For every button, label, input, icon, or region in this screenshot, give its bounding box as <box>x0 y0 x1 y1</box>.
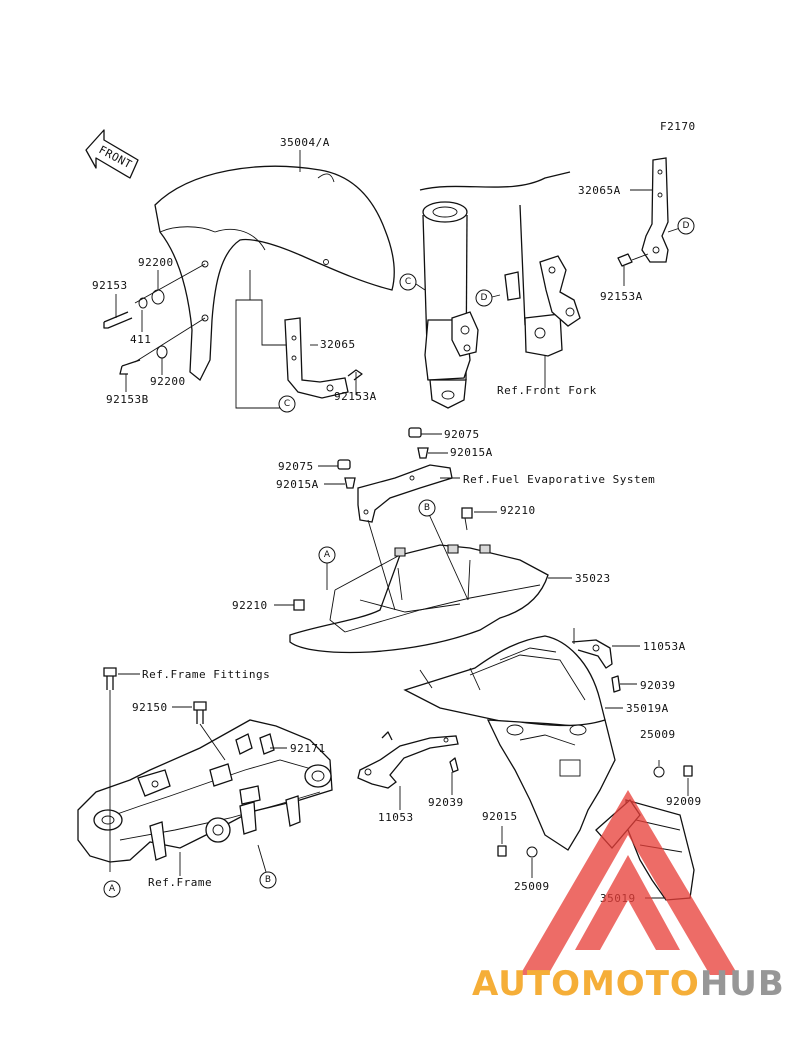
label-92153a-right: 92153A <box>600 290 643 303</box>
label-411: 411 <box>130 333 151 346</box>
label-92171: 92171 <box>290 742 326 755</box>
callout-a-top-text: A <box>324 550 331 560</box>
callout-a-bottom-text: A <box>109 884 116 894</box>
label-92210-left: 92210 <box>232 599 268 612</box>
label-92153a-left: 92153A <box>334 390 377 403</box>
callout-c-fork <box>399 273 417 291</box>
label-ref-frame: Ref.Frame <box>148 876 212 889</box>
frame-fitting-bolt-illustration <box>103 667 117 872</box>
bolt-92150-illustration <box>193 701 226 761</box>
label-92015: 92015 <box>482 810 518 823</box>
bracket-c-illustration <box>284 317 363 399</box>
callout-d-fork <box>475 289 493 307</box>
front-direction-arrow: FRONT <box>85 129 139 179</box>
label-35019a: 35019A <box>626 702 669 715</box>
automotohub-watermark: AUTOMOTOHUB <box>472 790 785 1004</box>
watermark-brand-text: AUTOMOTOHUB <box>472 964 785 1004</box>
callout-b-top <box>418 499 436 517</box>
callout-d-fork-text: D <box>481 293 488 303</box>
label-92210-right: 92210 <box>500 504 536 517</box>
fuel-evap-bracket-illustration <box>293 427 473 611</box>
front-fender-hardware <box>103 263 206 375</box>
rear-fender-35019a-illustration <box>403 635 616 851</box>
label-92153: 92153 <box>92 279 128 292</box>
callout-b-bottom <box>259 871 277 889</box>
label-35004-a: 35004/A <box>280 136 330 149</box>
callout-d-right <box>677 217 695 235</box>
frame-illustration <box>77 719 333 863</box>
label-92015a-left: 92015A <box>276 478 319 491</box>
label-ref-frame-fittings: Ref.Frame Fittings <box>142 668 270 681</box>
callout-c-fork-text: C <box>405 277 411 287</box>
label-25009-bottom: 25009 <box>514 880 550 893</box>
label-ref-front-fork: Ref.Front Fork <box>497 384 597 397</box>
label-35023: 35023 <box>575 572 611 585</box>
rear-hardware-right <box>497 760 693 858</box>
bracket-d-illustration <box>617 157 681 286</box>
callout-a-bottom <box>103 880 121 898</box>
front-fender-illustration <box>154 165 395 382</box>
callout-c-left-text: C <box>284 399 290 409</box>
label-32065a: 32065A <box>578 184 621 197</box>
callout-b-top-text: B <box>424 503 430 513</box>
label-92015a-top: 92015A <box>450 446 493 459</box>
label-92153b: 92153B <box>106 393 149 406</box>
callout-b-bottom-text: B <box>265 875 271 885</box>
front-fork-illustration <box>419 171 581 409</box>
callout-c-left <box>278 395 296 413</box>
label-25009-top: 25009 <box>640 728 676 741</box>
label-92009: 92009 <box>666 795 702 808</box>
figure-code: F2170 <box>660 120 696 133</box>
label-92075-left: 92075 <box>278 460 314 473</box>
callout-d-right-text: D <box>683 221 690 231</box>
rear-undertray-illustration <box>289 544 549 654</box>
label-92200-bottom: 92200 <box>150 375 186 388</box>
label-32065: 32065 <box>320 338 356 351</box>
label-11053: 11053 <box>378 811 414 824</box>
label-92150: 92150 <box>132 701 168 714</box>
label-92200-top: 92200 <box>138 256 174 269</box>
label-92075-top: 92075 <box>444 428 480 441</box>
label-ref-fuel-evap: Ref.Fuel Evaporative System <box>463 473 655 486</box>
bracket-11053-illustration <box>357 731 459 789</box>
label-92039-right: 92039 <box>640 679 676 692</box>
label-92039-left: 92039 <box>428 796 464 809</box>
bracket-11053a-illustration <box>571 628 621 693</box>
watermark-triangle-logo <box>520 790 738 975</box>
label-11053a: 11053A <box>643 640 686 653</box>
